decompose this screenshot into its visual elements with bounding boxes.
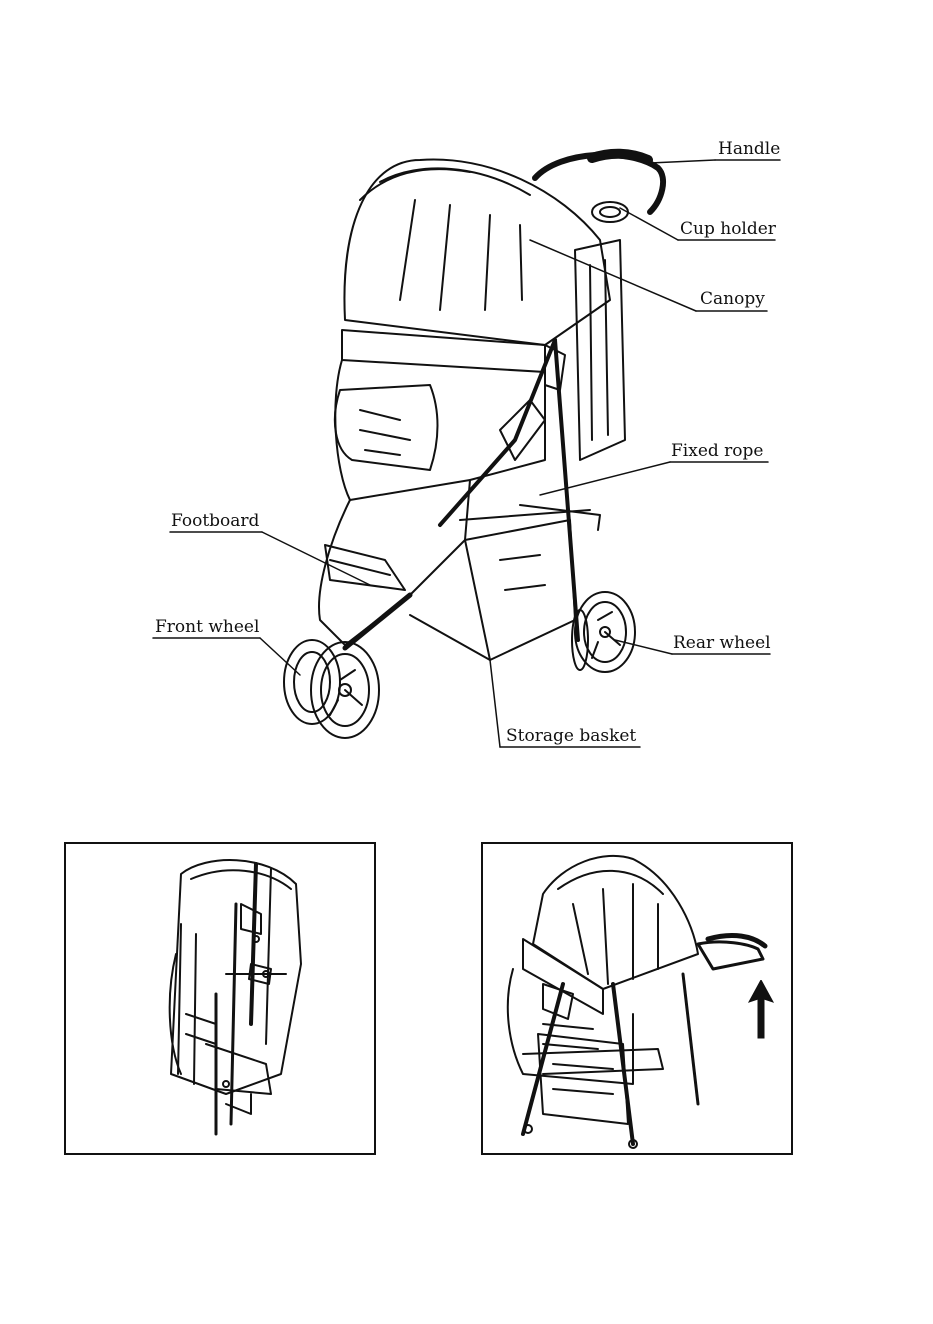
stroller-illustration	[0, 0, 933, 780]
label-handle: Handle	[718, 139, 780, 159]
label-storage-basket: Storage basket	[506, 726, 636, 746]
label-footboard: Footboard	[171, 511, 259, 531]
unfolding-stroller-panel	[481, 842, 793, 1155]
storage-basket-shape	[410, 520, 575, 660]
label-rear-wheel: Rear wheel	[673, 633, 771, 653]
label-canopy: Canopy	[700, 289, 765, 309]
folded-stroller-panel	[64, 842, 376, 1155]
unfolding-stroller-illustration	[483, 844, 791, 1153]
cup-holder-shape	[592, 202, 628, 222]
up-arrow-icon	[746, 980, 776, 1040]
label-front-wheel: Front wheel	[155, 617, 259, 637]
label-cup-holder: Cup holder	[680, 219, 776, 239]
folded-stroller-illustration	[66, 844, 374, 1153]
canopy-shape	[344, 160, 610, 345]
label-fixed-rope: Fixed rope	[671, 441, 763, 461]
